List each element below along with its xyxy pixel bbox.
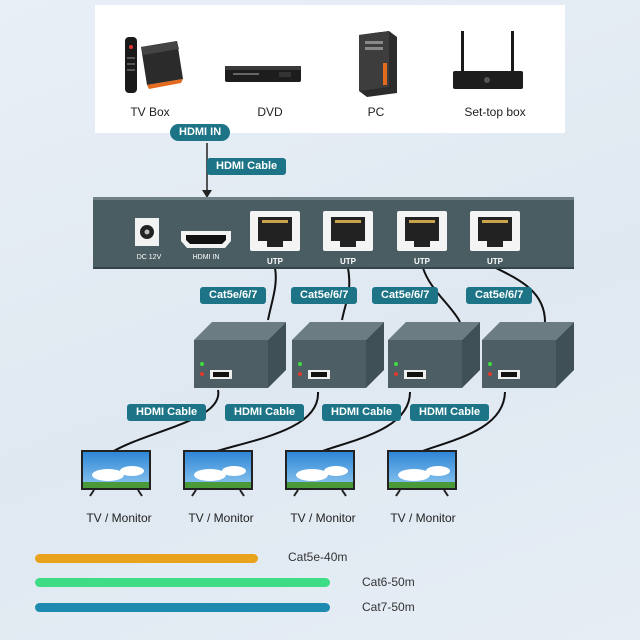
tv-monitor-icon [183, 450, 253, 497]
rj45-port-icon [331, 217, 365, 247]
tv-monitor-icon [387, 450, 457, 497]
hdmi-cable-4 [419, 391, 506, 453]
receiver-unit-3 [388, 322, 480, 388]
display-label-1: TV / Monitor [86, 511, 152, 525]
receiver-unit-4 [482, 322, 574, 388]
legend-label-cat6: Cat6-50m [362, 575, 415, 589]
receiver-hdmi-cable-tag-4: HDMI Cable [410, 404, 490, 421]
hdmi-in-port-label: HDMI IN [192, 254, 220, 261]
display-label-2: TV / Monitor [188, 511, 254, 525]
legend-label-cat5e: Cat5e-40m [288, 550, 348, 564]
hdmi-cable-2 [213, 391, 320, 453]
arrow-down-icon [202, 190, 212, 198]
display-label-4: TV / Monitor [390, 511, 456, 525]
hdmi-splitter-transmitter: DC 12V HDMI IN UTP UTP UTP UTP [93, 197, 574, 269]
utp-port-1 [250, 211, 300, 251]
source-label-dvd: DVD [257, 105, 283, 119]
utp-port-3 [397, 211, 447, 251]
hdmi-cable-3 [319, 391, 411, 453]
source-devices-panel: TV Box DVD PC Set-top box [95, 5, 565, 133]
tv-monitor-icon [285, 450, 355, 497]
utp-cable-1 [267, 267, 277, 321]
legend-bar-cat5e [35, 554, 258, 563]
source-label-pc: PC [367, 105, 385, 119]
receiver-hdmi-cable-tag-3: HDMI Cable [322, 404, 402, 421]
rj45-port-icon [405, 217, 439, 247]
dc-12v-label: DC 12V [136, 254, 162, 261]
cat-cable-tag-3: Cat5e/6/7 [372, 287, 439, 304]
dvd-player-icon [225, 66, 301, 82]
source-label-tv-box: TV Box [130, 105, 170, 119]
utp-label-4: UTP [487, 257, 503, 266]
legend-bar-cat6 [35, 578, 330, 587]
cat-cable-tag-2: Cat5e/6/7 [291, 287, 358, 304]
hdmi-cable-1 [111, 389, 220, 453]
receiver-hdmi-cable-tag-1: HDMI Cable [127, 404, 207, 421]
receiver-hdmi-cable-tag-2: HDMI Cable [225, 404, 305, 421]
source-label-set-top-box: Set-top box [464, 105, 526, 119]
hdmi-port-icon [181, 231, 231, 248]
rj45-port-icon [478, 217, 512, 247]
cat-cable-tag-1: Cat5e/6/7 [200, 287, 267, 304]
utp-label-1: UTP [267, 257, 283, 266]
tv-box-icon [125, 37, 183, 93]
utp-cable-3 [422, 267, 461, 323]
receiver-unit-1 [194, 322, 286, 388]
pc-tower-icon [359, 31, 397, 97]
hdmi-in-tag: HDMI IN [170, 124, 231, 141]
legend-label-cat7: Cat7-50m [362, 600, 415, 614]
utp-label-2: UTP [340, 257, 356, 266]
utp-port-2 [323, 211, 373, 251]
cat-cable-tag-4: Cat5e/6/7 [466, 287, 533, 304]
receiver-unit-2 [292, 322, 384, 388]
utp-port-4 [470, 211, 520, 251]
set-top-box-icon [453, 31, 523, 89]
hdmi-cable-tag: HDMI Cable [207, 158, 287, 175]
tv-monitor-icon [81, 450, 151, 497]
rj45-port-icon [258, 217, 292, 247]
dc-power-jack-icon [135, 218, 159, 246]
legend-bar-cat7 [35, 603, 330, 612]
display-label-3: TV / Monitor [290, 511, 356, 525]
utp-label-3: UTP [414, 257, 430, 266]
